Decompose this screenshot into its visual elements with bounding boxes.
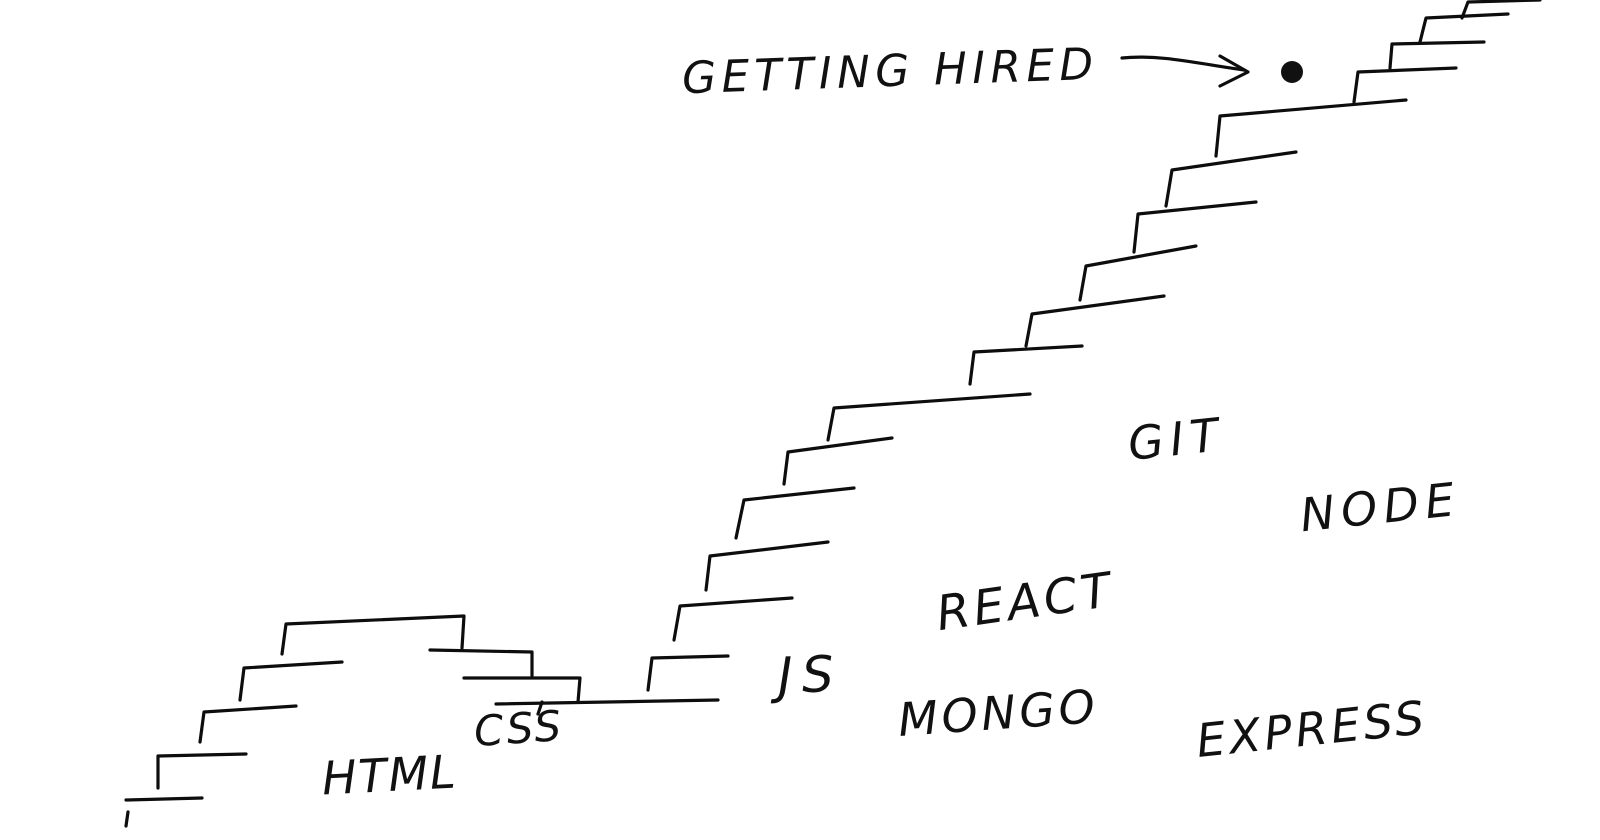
mongo-label: MONGO (896, 679, 1101, 747)
step-m2 (672, 596, 794, 642)
step-u5 (1164, 150, 1298, 208)
step-m1 (646, 654, 730, 692)
step-m3 (704, 540, 830, 592)
riser-1 (156, 752, 248, 790)
css-label: CSS (472, 700, 566, 757)
step-u9 (1418, 12, 1510, 44)
step-u3 (1078, 244, 1198, 302)
tick-2 (536, 700, 544, 716)
staircase-lower-left (124, 614, 720, 802)
plateau-descent (428, 648, 534, 678)
js-label: JS (777, 644, 844, 706)
plateau-descent-2 (462, 676, 582, 704)
riser-2 (198, 704, 298, 744)
step-m6 (826, 392, 1032, 442)
step-u4 (1132, 200, 1258, 254)
step-m5 (782, 436, 894, 486)
tick-1 (124, 810, 130, 828)
staircase-upper (968, 0, 1542, 386)
step-u10 (1460, 0, 1542, 20)
goal-dot (1281, 61, 1303, 83)
step-u7 (1352, 66, 1458, 104)
step-u8 (1388, 40, 1486, 70)
riser-3 (238, 660, 344, 702)
riser-4 (280, 614, 466, 656)
arrow-shaft (1120, 55, 1246, 72)
step-u2 (1024, 294, 1166, 348)
step-m4 (734, 486, 856, 540)
goal-arrow (1120, 54, 1250, 88)
step-u6 (1214, 98, 1408, 158)
staircase-middle (646, 392, 1032, 692)
arrow-head (1218, 54, 1250, 88)
css-landing (494, 698, 720, 706)
git-label: GIT (1125, 407, 1228, 471)
step-u1 (968, 344, 1084, 386)
step-1 (124, 796, 204, 802)
sketch-ticks (124, 700, 544, 828)
html-label: HTML (320, 744, 459, 806)
